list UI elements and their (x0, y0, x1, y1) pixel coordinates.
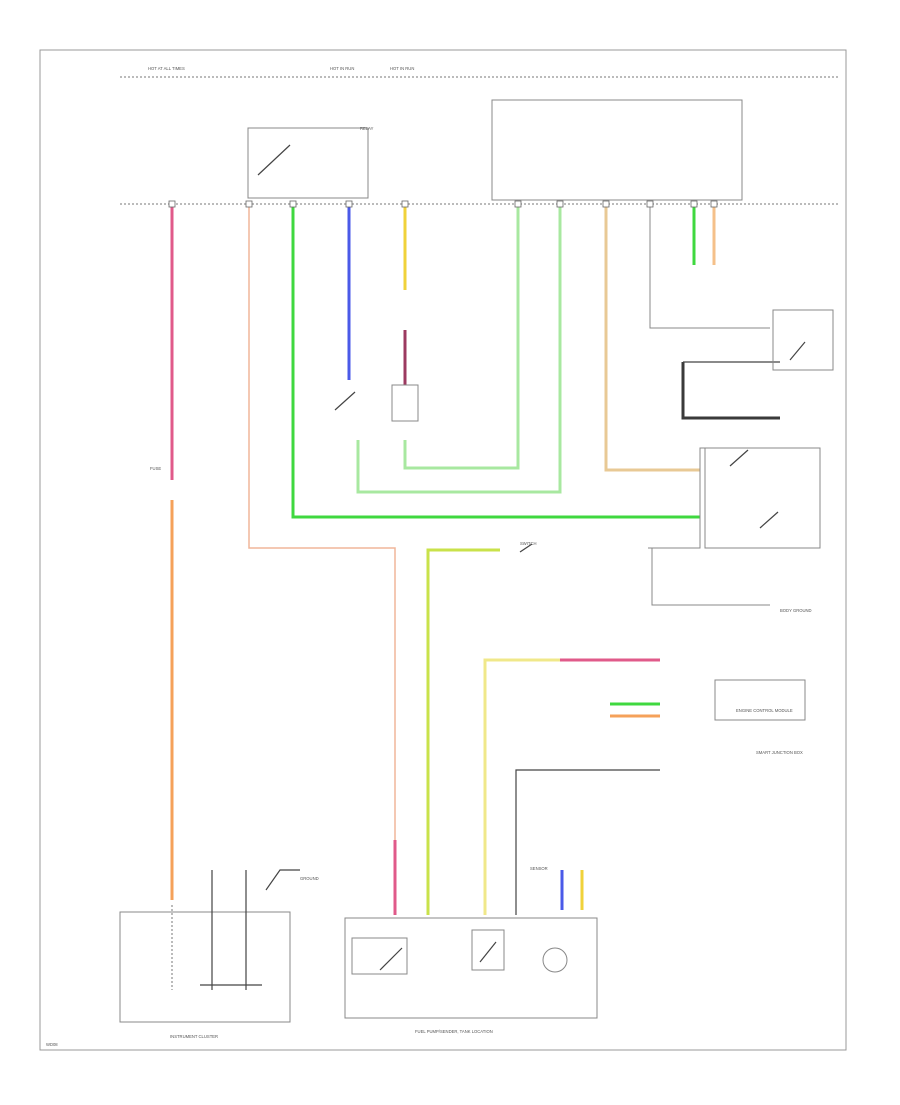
wire-lightgreen-a (403, 205, 520, 470)
label-ground: GROUND (300, 876, 319, 881)
pin-11 (710, 200, 718, 208)
wire-dark-lower (515, 769, 660, 915)
wire-yellow-lower (483, 658, 660, 915)
wire-black (681, 362, 780, 420)
right-switch-box (772, 309, 834, 371)
switch-d (759, 511, 779, 529)
pin-3 (289, 200, 297, 208)
fuel-switch-a (379, 947, 403, 971)
pin-4 (345, 200, 353, 208)
label-switch: SWITCH (520, 541, 537, 546)
label-sensor: SENSOR (530, 866, 548, 871)
instrument-cluster-label: INSTRUMENT CLUSTER (170, 1034, 218, 1039)
relay-switch (257, 144, 291, 176)
page-code: WD08 (46, 1042, 58, 1047)
diagram-border (39, 49, 847, 1051)
fuel-switch-b (479, 941, 497, 963)
label-fuse: FUSE (150, 466, 161, 471)
pin-9 (646, 200, 654, 208)
relay-component (391, 384, 419, 422)
power-label-3: HOT IN RUN (390, 66, 414, 71)
ecm-label: ENGINE CONTROL MODULE (736, 708, 793, 713)
smart-junction-box-label: SMART JUNCTION BOX (756, 750, 803, 755)
label-relay: RELAY (360, 126, 374, 131)
control-box (491, 99, 743, 201)
fuel-pump-sender-box (344, 917, 598, 1019)
relay-box (247, 127, 369, 199)
pin-6 (514, 200, 522, 208)
fuel-component-b (471, 929, 505, 971)
pin-5 (401, 200, 409, 208)
switch-b (789, 341, 806, 361)
wire-thin-b (651, 548, 770, 606)
pin-8 (602, 200, 610, 208)
instrument-cluster-box (119, 911, 291, 1023)
pin-1 (168, 200, 176, 208)
control-module-box (714, 679, 806, 721)
switch-a (334, 391, 356, 411)
fuel-component-a (351, 937, 408, 975)
switch-e (519, 543, 533, 553)
switch-module-box (704, 447, 821, 549)
fuel-pump-motor (542, 947, 568, 973)
wire-green-main (291, 205, 700, 519)
wire-thin-a (648, 447, 780, 549)
wire-lightgreen-b (356, 205, 562, 494)
cluster-ground-lead (265, 869, 300, 891)
wire-tan (604, 205, 700, 472)
power-label-2: HOT IN RUN (330, 66, 354, 71)
fuel-pump-sender-label: FUEL PUMP/SENDER, TANK LOCATION (415, 1029, 493, 1034)
pin-7 (556, 200, 564, 208)
pin-10 (690, 200, 698, 208)
wire-yellowgreen (426, 548, 500, 915)
wire-thin-c (649, 205, 770, 329)
pin-2 (245, 200, 253, 208)
wire-salmon (248, 205, 396, 915)
switch-c (729, 449, 749, 467)
power-label-1: HOT AT ALL TIMES (148, 66, 185, 71)
label-body-ground: BODY GROUND (780, 608, 812, 613)
